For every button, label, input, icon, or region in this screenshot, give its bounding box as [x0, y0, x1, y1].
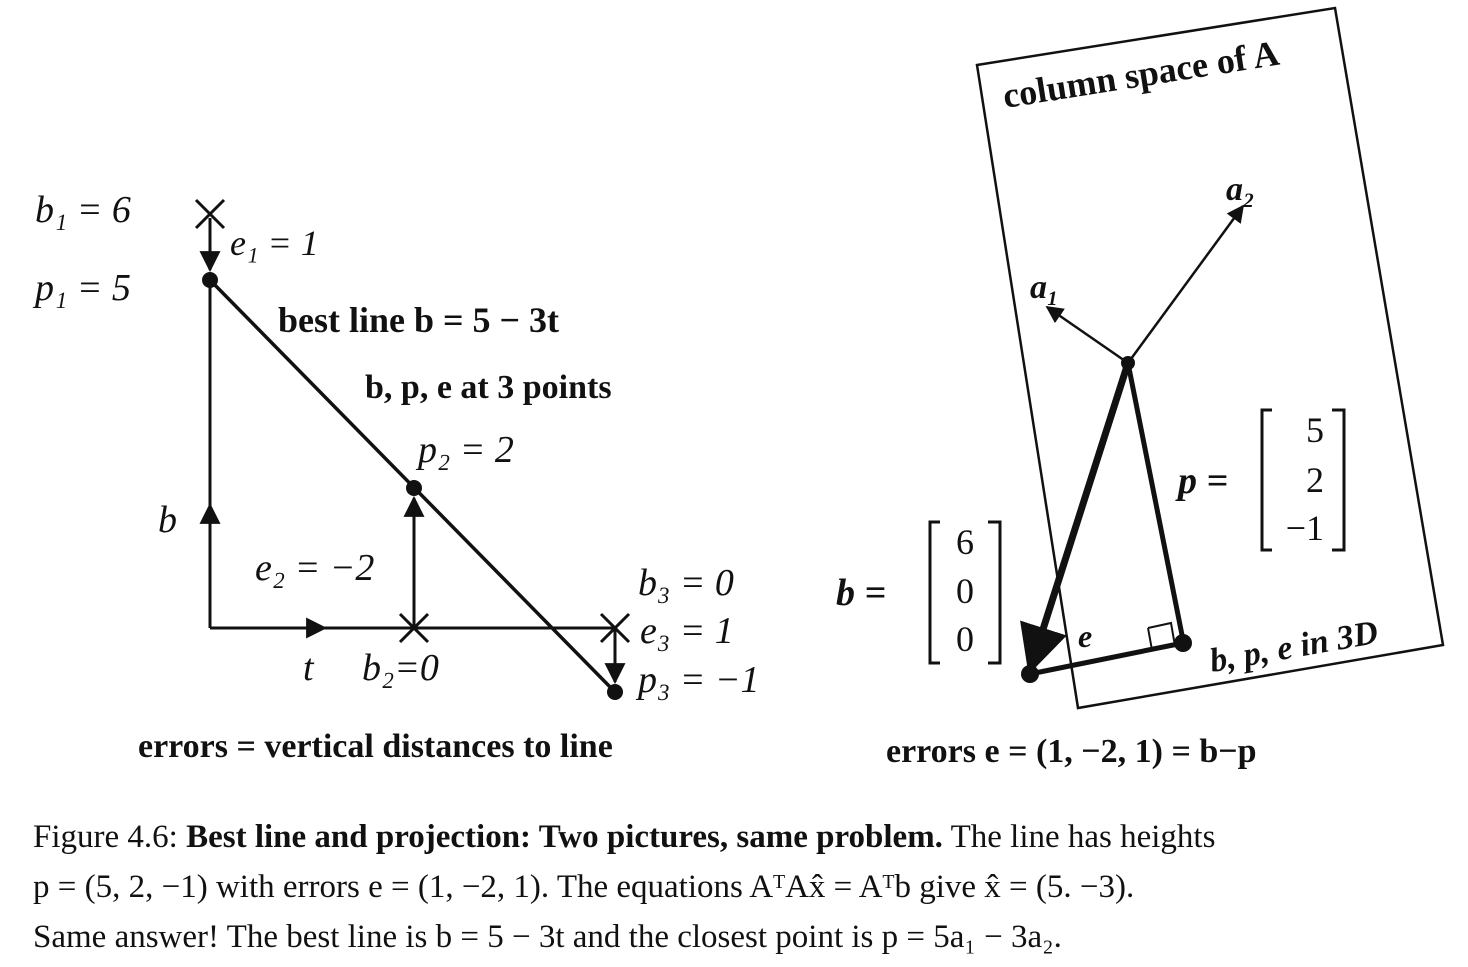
p-vector-entry-1: 5: [1306, 410, 1324, 450]
label-best-line: best line b = 5 − 3t: [278, 300, 559, 340]
b-bracket-left: [928, 520, 940, 665]
b-bracket-right: [988, 520, 1002, 665]
point-p3: [607, 684, 623, 700]
label-p-equals: p =: [1175, 460, 1228, 502]
right-footer: errors e = (1, −2, 1) = b−p: [886, 733, 1257, 770]
label-e1: e₁ = 1: [230, 223, 319, 263]
column-space-plane: [975, 6, 1445, 710]
label-b-axis: b: [158, 499, 177, 541]
point-b-tip: [1021, 665, 1039, 683]
label-p1: p₁ = 5: [32, 267, 131, 309]
cross-b1: [194, 198, 226, 230]
p-vector-entry-2: 2: [1306, 460, 1324, 500]
caption-line-2: p = (5, 2, −1) with errors e = (1, −2, 1…: [33, 869, 1135, 905]
vector-b: [1020, 361, 1132, 675]
label-b2: b₂=0: [362, 647, 439, 689]
right-projection-diagram: column space of A a₂ a₁ e p = 5 2 −1 b =…: [836, 6, 1445, 770]
point-p1: [202, 272, 218, 288]
right-angle-marker: [1147, 621, 1177, 652]
figure-caption: Figure 4.6: Best line and projection: Tw…: [33, 812, 1453, 962]
p-bracket-left: [1260, 408, 1272, 552]
caption-line-3: Same answer! The best line is b = 5 − 3t…: [33, 919, 1062, 955]
label-b1: b₁ = 6: [35, 189, 131, 231]
left-line-fit-diagram: b₁ = 6 p₁ = 5 e₁ = 1 best line b = 5 − 3…: [32, 189, 760, 765]
point-p-tip: [1174, 634, 1192, 652]
vector-a2: [1126, 204, 1245, 364]
left-footer: errors = vertical distances to line: [138, 728, 613, 765]
b-vector-entry-3: 0: [956, 619, 974, 659]
label-p2: p₂ = 2: [415, 429, 514, 471]
caption-line-1: Figure 4.6: Best line and projection: Tw…: [33, 812, 1453, 862]
caption-figure-number: Figure 4.6:: [33, 819, 178, 855]
label-b3: b₃ = 0: [638, 562, 734, 604]
label-p3: p₃ = −1: [635, 659, 760, 701]
label-b-equals: b =: [836, 572, 886, 614]
label-column-space: column space of A: [1000, 33, 1282, 116]
b-vector-entry-1: 6: [956, 522, 974, 562]
vector-a1: [1045, 305, 1129, 365]
label-bpe-points: b, p, e at 3 points: [365, 369, 612, 406]
p-bracket-right: [1332, 408, 1346, 552]
label-t-axis: t: [303, 647, 315, 689]
figure-diagram: b₁ = 6 p₁ = 5 e₁ = 1 best line b = 5 − 3…: [32, 6, 1445, 770]
label-a1: a₁: [1030, 269, 1059, 306]
b-vector-entry-2: 0: [956, 571, 974, 611]
label-e-vector: e: [1078, 618, 1092, 654]
point-p2: [406, 480, 422, 496]
label-e3: e₃ = 1: [640, 610, 734, 652]
label-a2: a₂: [1226, 171, 1255, 208]
p-vector-entry-3: −1: [1286, 508, 1324, 548]
vector-p: [1125, 362, 1186, 641]
label-e2: e₂ = −2: [255, 547, 374, 589]
caption-bold-title: Best line and projection: Two pictures, …: [186, 819, 943, 855]
caption-line-1-rest: The line has heights: [950, 819, 1216, 855]
